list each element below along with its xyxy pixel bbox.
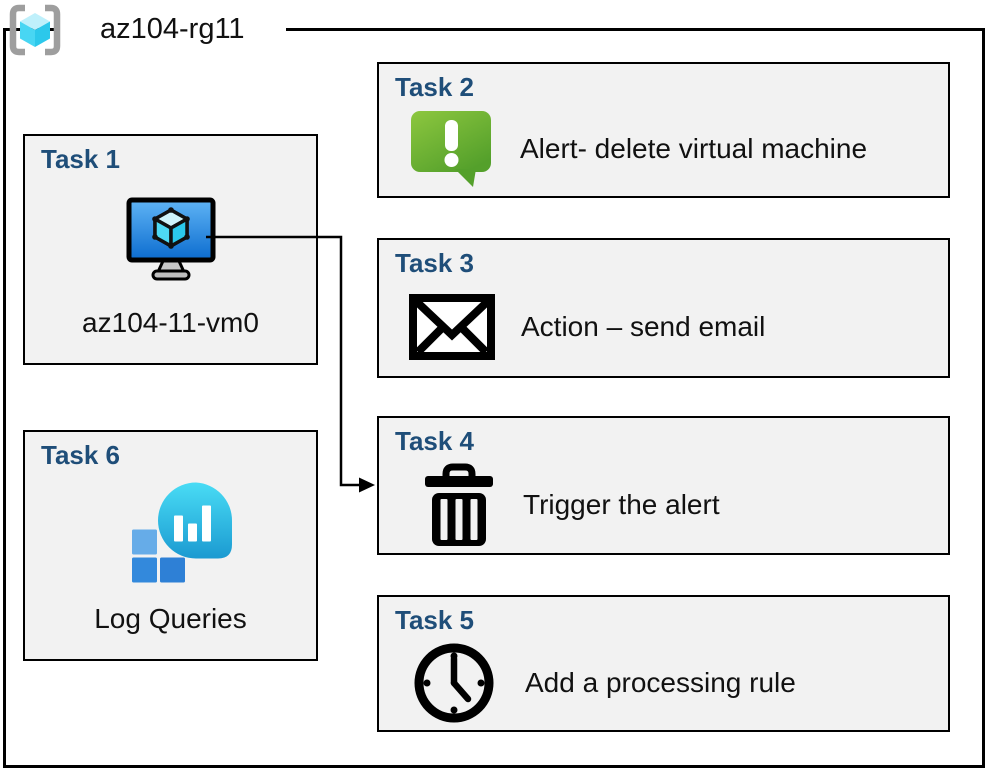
task-box-2: Task 2 Alert- delete virtual machine [377, 62, 950, 198]
virtual-machine-icon [126, 197, 216, 281]
log-queries-icon [132, 482, 233, 583]
task-5-heading: Task 5 [395, 605, 475, 635]
task-4-heading: Task 4 [395, 426, 475, 456]
email-envelope-icon [409, 294, 495, 360]
task-1-heading: Task 1 [41, 144, 121, 174]
task-6-heading: Task 6 [41, 440, 121, 470]
task-2-label: Alert- delete virtual machine [520, 133, 868, 164]
task-box-5: Task 5 Add a processing rule [377, 595, 950, 732]
resource-group-icon [9, 4, 61, 56]
task-4-label: Trigger the alert [523, 488, 720, 520]
task-2-heading: Task 2 [395, 72, 475, 102]
task-box-4: Task 4 Trigger the alert [377, 416, 950, 555]
task-6-label: Log Queries [94, 603, 247, 634]
border-mask [58, 26, 286, 35]
trash-icon [425, 463, 493, 546]
task-5-label: Add a processing rule [525, 666, 796, 698]
task-box-1: Task 1 az104-11-vm0 [23, 134, 318, 365]
task-3-label: Action – send email [521, 311, 766, 342]
clock-icon [414, 643, 494, 722]
task-box-3: Task 3 Action – send email [377, 238, 950, 378]
task-1-label: az104-11-vm0 [82, 307, 259, 338]
alert-message-icon [411, 111, 491, 187]
task-3-heading: Task 3 [395, 248, 475, 278]
task-box-6: Task 6 Log Queries [23, 430, 318, 661]
resource-group-title: az104-rg11 [100, 13, 245, 45]
